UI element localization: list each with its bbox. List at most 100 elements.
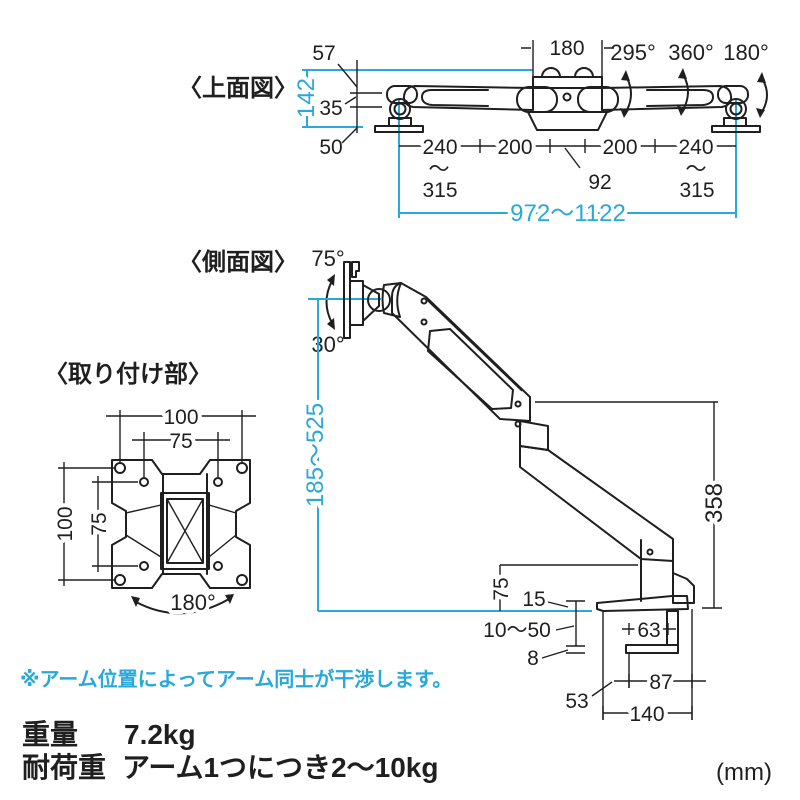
upper-arm-seam bbox=[426, 299, 523, 392]
angle-75: 75° bbox=[311, 246, 344, 271]
dim-180-width: 180 bbox=[549, 37, 584, 60]
dim-358-geometry bbox=[535, 401, 722, 609]
tilde-left: 〜 bbox=[429, 158, 450, 181]
tilt-arrow-head-top bbox=[327, 274, 335, 286]
dim-358-lines bbox=[535, 401, 722, 609]
top-view-title: 〈上面図〉 bbox=[178, 75, 298, 102]
leader-50 bbox=[341, 127, 358, 144]
mount-view: 〈取り付け部〉 100 75 100 75 bbox=[44, 360, 256, 619]
rotation-arrow-1-head-bottom bbox=[620, 108, 629, 118]
vesa-wing-lines bbox=[125, 504, 237, 558]
dim-75-top-lines bbox=[132, 432, 230, 477]
segment-ticks bbox=[479, 139, 656, 153]
center-clamp-body bbox=[527, 111, 608, 131]
leader-57 bbox=[337, 63, 358, 88]
swivel-arrow bbox=[131, 594, 234, 615]
dim-8: 8 bbox=[527, 647, 539, 670]
vesa-hole-outer-bl bbox=[114, 574, 126, 586]
dim-240-left: 240 bbox=[422, 136, 457, 159]
dim-92: 92 bbox=[588, 171, 611, 194]
right-ball-joint-inner bbox=[729, 102, 743, 116]
clamp-dim-lines bbox=[499, 564, 706, 720]
leader-53 bbox=[591, 681, 613, 697]
gas-spring-housing bbox=[427, 328, 514, 410]
dim-315-right: 315 bbox=[679, 179, 714, 202]
dim-75-left-lines bbox=[92, 476, 138, 572]
dim-240-right: 240 bbox=[678, 136, 713, 159]
rotation-arrow-2-head-bottom bbox=[677, 106, 686, 116]
left-ball-joint-inner bbox=[393, 102, 407, 116]
screw-3 bbox=[514, 400, 522, 408]
dim-75-top: 75 bbox=[169, 430, 192, 453]
clamp-head-bulge bbox=[672, 572, 695, 604]
clamp-foot bbox=[596, 595, 689, 612]
dim-358: 358 bbox=[701, 483, 728, 523]
center-mount-knobs bbox=[541, 67, 594, 78]
dim-100-left-lines bbox=[58, 462, 114, 586]
vesa-hole-inner-tr bbox=[213, 477, 223, 487]
rotation-arrow-3-head-top bbox=[757, 72, 766, 83]
angle-30: 30° bbox=[311, 332, 344, 357]
left-elbow-cap bbox=[386, 85, 418, 104]
rotation-arrow-2 bbox=[683, 75, 689, 109]
unit-note: (mm) bbox=[716, 759, 772, 786]
right-arm-seam bbox=[646, 89, 714, 107]
angle-295: 295° bbox=[610, 40, 656, 65]
dim-87: 87 bbox=[649, 671, 672, 694]
screw-4 bbox=[514, 420, 522, 428]
left-arm-seam bbox=[421, 89, 489, 107]
dim-75-left: 75 bbox=[88, 512, 111, 535]
upper-arm-link bbox=[391, 282, 531, 422]
dim-200-right: 200 bbox=[602, 136, 637, 159]
right-elbow-cap bbox=[717, 85, 749, 104]
tilt-arrow-curve bbox=[325, 280, 333, 324]
leader-92 bbox=[564, 147, 581, 169]
left-tick-lines bbox=[350, 92, 382, 108]
top-view: 〈上面図〉 142 972〜1122 57 35 50 bbox=[178, 37, 769, 231]
dim-63-lines bbox=[622, 623, 676, 635]
rotation-arrow-1 bbox=[626, 77, 632, 111]
dim-140-lines bbox=[602, 706, 693, 720]
side-view: 〈側面図〉 75° 30° 185〜525 bbox=[178, 246, 732, 730]
load-label: 耐荷重 bbox=[22, 752, 106, 783]
right-vesa-plate-edge bbox=[711, 125, 761, 133]
vesa-hole-inner-bl bbox=[139, 561, 149, 571]
swivel-head-left bbox=[131, 596, 140, 607]
top-180-dim bbox=[521, 40, 614, 77]
dim-100-top-lines bbox=[106, 410, 256, 462]
mount-view-title: 〈取り付け部〉 bbox=[44, 360, 212, 388]
screw-1 bbox=[420, 297, 428, 305]
screw-5 bbox=[646, 548, 654, 556]
side-view-title: 〈側面図〉 bbox=[178, 249, 298, 276]
dim-87-lines bbox=[614, 674, 706, 688]
dim-180-lines bbox=[521, 40, 614, 77]
dim-15: 15 bbox=[522, 588, 545, 611]
dim-57: 57 bbox=[312, 42, 335, 65]
dim-15-lines bbox=[547, 600, 585, 608]
dim-315-left: 315 bbox=[422, 179, 457, 202]
dim-10-50-lines bbox=[555, 601, 577, 646]
angle-180-top: 180° bbox=[723, 40, 769, 65]
vesa-hole-outer-tl bbox=[114, 462, 126, 474]
weight-value: 7.2kg bbox=[124, 719, 196, 750]
top-depth-value: 142 bbox=[293, 78, 320, 118]
center-right-lobe bbox=[577, 86, 619, 113]
leader-35 bbox=[344, 96, 357, 105]
tilt-arrow-head-bottom bbox=[327, 318, 335, 330]
dim-clamp-range: 10〜50 bbox=[483, 619, 551, 642]
interference-note: ※アーム位置によってアーム同士が干渉します。 bbox=[20, 667, 452, 691]
mount-dim-lines bbox=[58, 410, 256, 586]
rotation-arrow-2-head-top bbox=[678, 68, 687, 79]
dim-100-top: 100 bbox=[163, 406, 198, 429]
vesa-cross-brace bbox=[166, 498, 204, 564]
left-vesa-plate-edge bbox=[374, 125, 424, 133]
vesa-plate-drawing bbox=[111, 459, 251, 589]
mount-block bbox=[349, 280, 364, 326]
load-value: アーム1つにつき2〜10kg bbox=[122, 752, 438, 783]
dim-8-lines bbox=[541, 645, 585, 659]
rotation-arrow-1-head-top bbox=[621, 70, 630, 81]
mount-angle-180: 180° bbox=[170, 590, 216, 615]
vesa-hole-outer-br bbox=[236, 574, 248, 586]
dim-140: 140 bbox=[629, 703, 664, 726]
